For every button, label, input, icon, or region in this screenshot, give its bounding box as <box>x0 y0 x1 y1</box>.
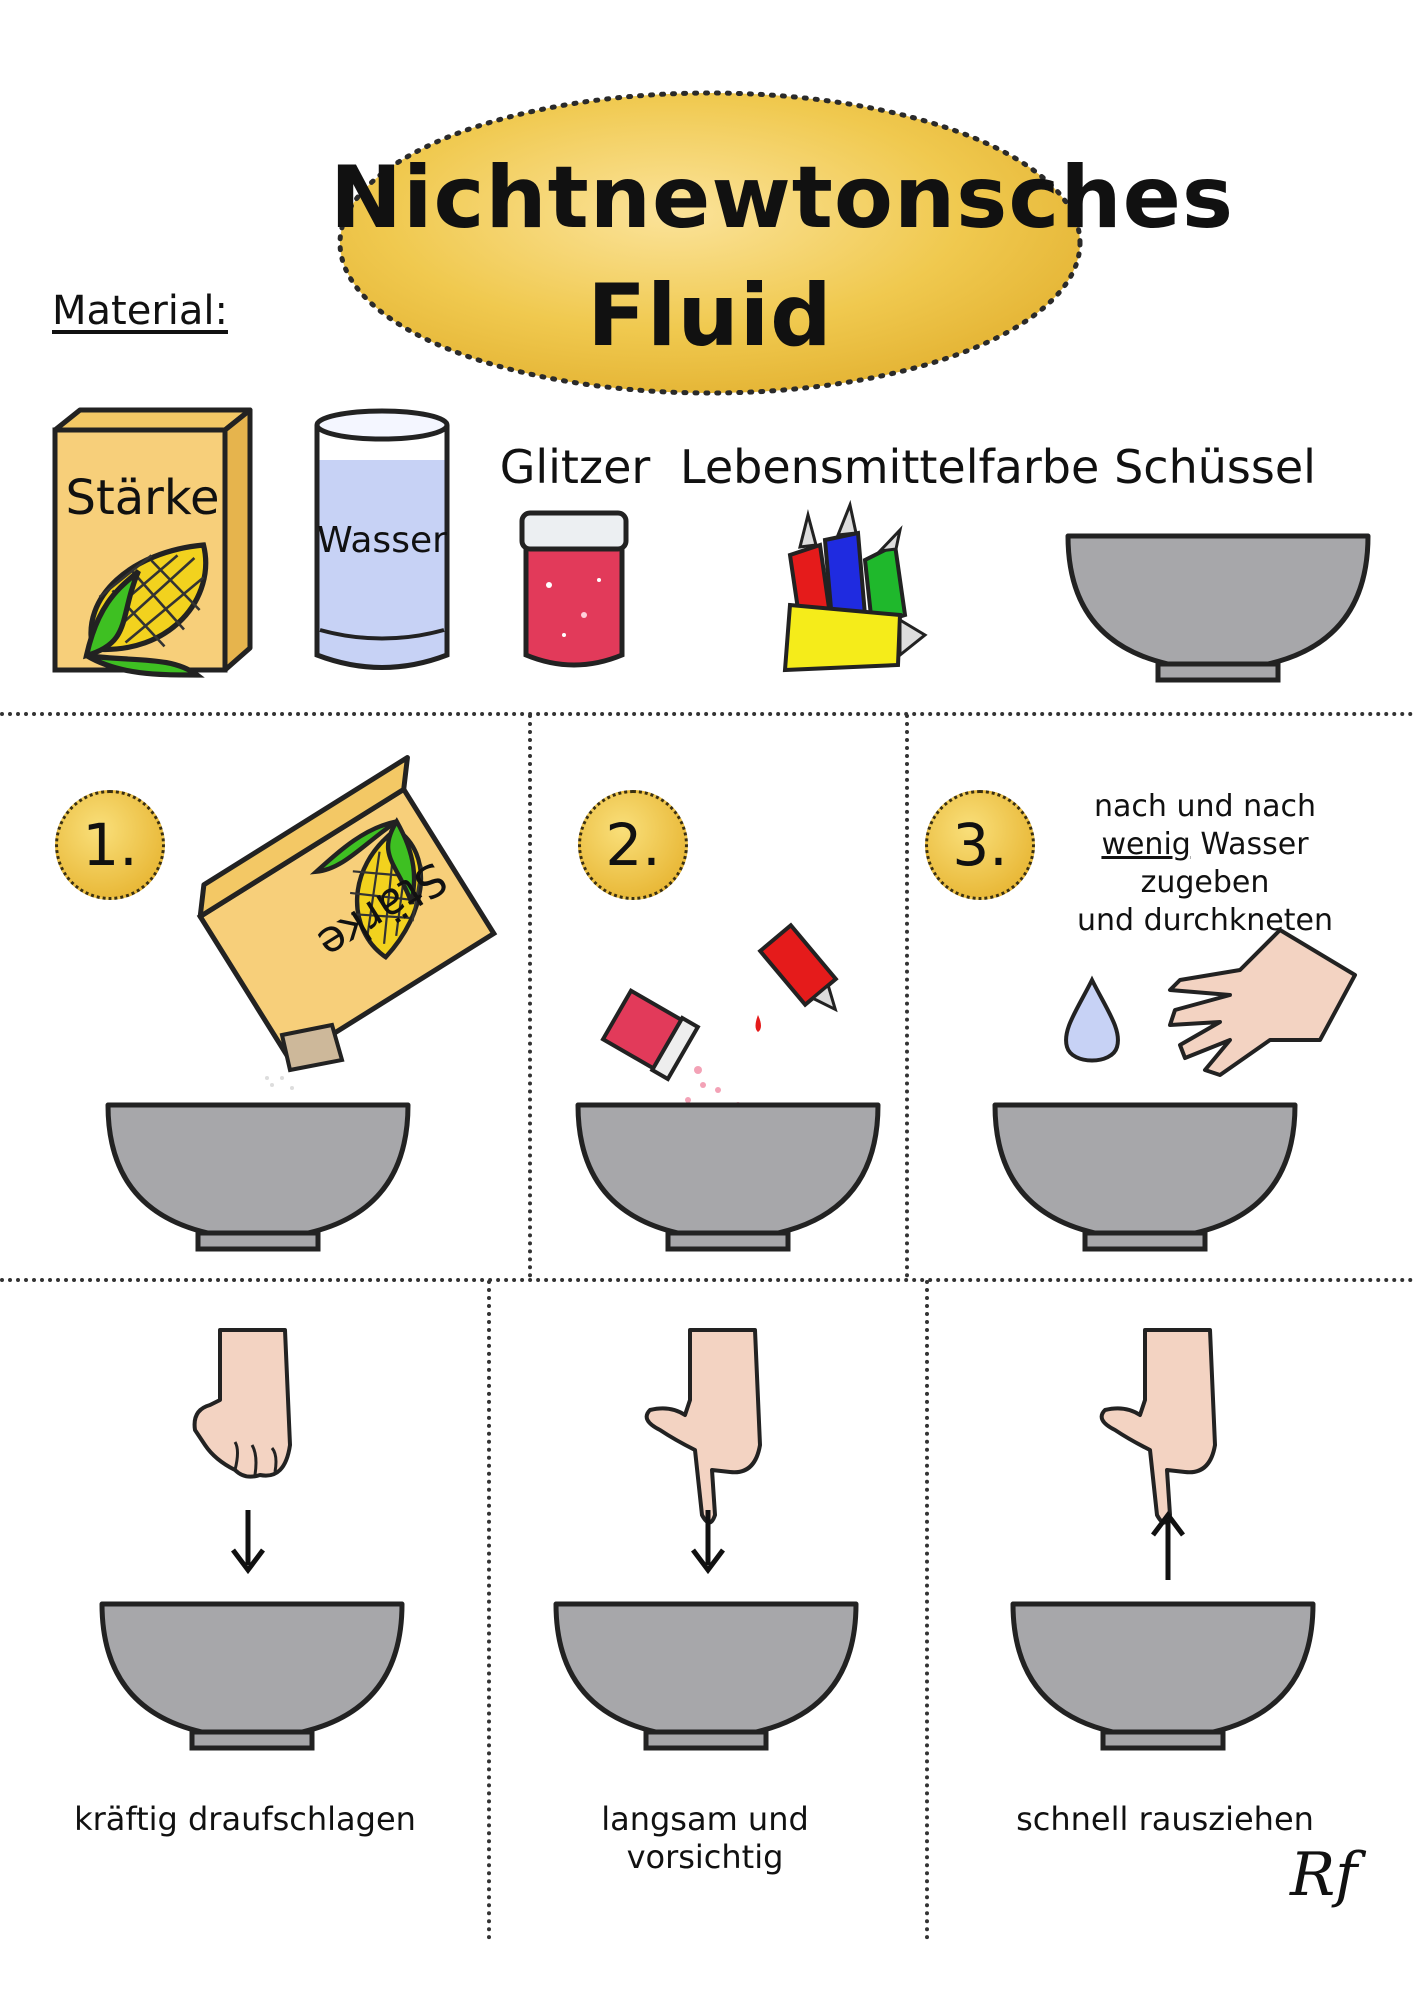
title-banner: Nichtnewtonsches Fluid <box>330 78 1235 408</box>
exp-3-bowl-icon <box>1013 1604 1313 1754</box>
title-line-2: Fluid <box>587 266 833 366</box>
step-3-instruction-emphasis: wenig <box>1101 827 1191 862</box>
food-coloring-tubes-icon <box>782 499 928 673</box>
author-signature: Rf <box>1290 1840 1358 1910</box>
step-3-badge: 3. <box>925 790 1035 900</box>
step-1-bowl-icon <box>108 1105 408 1255</box>
step-3-instruction-line-2-rest: Wasser zugeben <box>1140 827 1309 900</box>
step-3-instruction-line-1: nach und nach <box>1094 789 1316 824</box>
glitter-jar-icon <box>519 510 629 668</box>
exp-2-bowl-icon <box>556 1604 856 1754</box>
bowl-icon <box>1068 536 1368 686</box>
kneading-hand-icon <box>1168 928 1357 1077</box>
arrow-up-icon <box>1151 1510 1185 1580</box>
step-1-pouring-box: Stärke <box>172 755 502 1090</box>
step-2-bowl-icon <box>578 1105 878 1255</box>
divider-step-2-3 <box>905 714 909 1278</box>
divider-top <box>0 712 1414 716</box>
step-1-badge: 1. <box>55 790 165 900</box>
divider-middle <box>0 1278 1414 1282</box>
exp-3-caption: schnell rausziehen <box>1016 1800 1314 1838</box>
pointing-hand-icon <box>644 1328 762 1525</box>
step-3-bowl-icon <box>995 1105 1295 1255</box>
bowl-label: Schüssel <box>1114 440 1316 494</box>
step-3-instruction: nach und nach wenig Wasser zugeben und d… <box>1035 788 1375 940</box>
step-3-instruction-line-3: und durchkneten <box>1077 903 1333 938</box>
step-2-number: 2. <box>605 811 661 879</box>
arrow-down-icon <box>231 1510 265 1575</box>
water-glass-illustration: Wasser <box>312 405 452 675</box>
step-3-number: 3. <box>952 811 1008 879</box>
step-2-badge: 2. <box>578 790 688 900</box>
starch-box-label: Stärke <box>65 470 220 526</box>
arrow-down-icon <box>691 1510 725 1575</box>
exp-2-caption: langsam und vorsichtig <box>601 1800 809 1876</box>
exp-1-bowl-icon <box>102 1604 402 1754</box>
step-3-instruction-line-2: wenig Wasser zugeben <box>1035 826 1375 902</box>
title-blob <box>337 90 1083 396</box>
divider-exp-2-3 <box>925 1280 929 1940</box>
exp-1-caption: kräftig draufschlagen <box>74 1800 416 1838</box>
pointing-hand-icon <box>1099 1328 1217 1525</box>
water-glass-label: Wasser <box>317 520 447 561</box>
starch-box-illustration: Stärke <box>50 405 260 675</box>
glitter-label: Glitzer <box>499 440 651 494</box>
water-drop-icon <box>1064 975 1120 1063</box>
material-heading: Material: <box>52 288 228 334</box>
divider-exp-1-2 <box>487 1280 491 1940</box>
step-1-number: 1. <box>82 811 138 879</box>
fist-hand-icon <box>192 1328 292 1479</box>
divider-step-1-2 <box>528 714 532 1278</box>
food-coloring-label: Lebensmittelfarbe <box>680 440 1100 494</box>
title-line-1: Nichtnewtonsches <box>330 148 1235 248</box>
